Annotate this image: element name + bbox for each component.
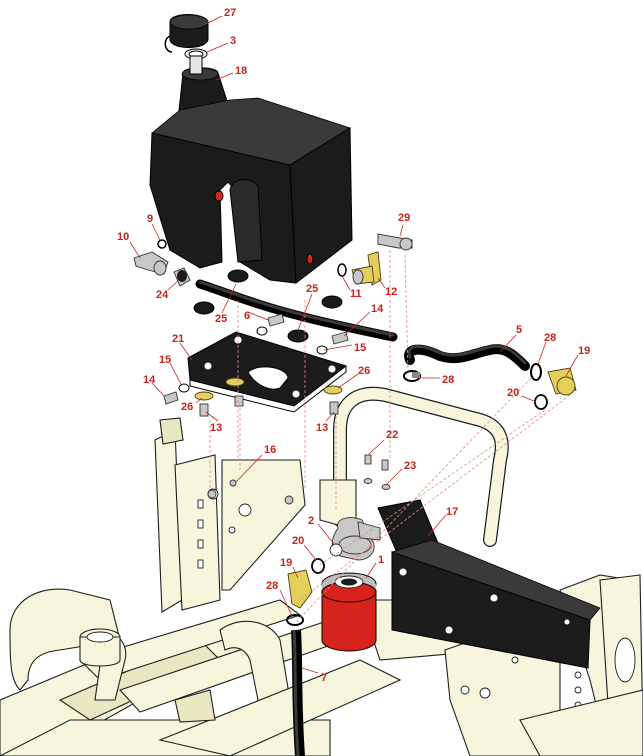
callout-19-lower: 19 xyxy=(280,557,292,569)
callout-26-left: 26 xyxy=(181,401,193,413)
callout-16: 16 xyxy=(264,444,276,456)
callout-25-right: 25 xyxy=(306,283,318,295)
callout-14-lower: 14 xyxy=(143,374,156,386)
callout-3: 3 xyxy=(230,35,236,47)
o-ring-9 xyxy=(157,239,167,249)
callout-25-left: 25 xyxy=(215,313,227,325)
callout-17: 17 xyxy=(446,506,458,518)
filter-bracket xyxy=(377,499,601,669)
fuel-cap xyxy=(164,14,209,53)
fitting-19-lower xyxy=(287,569,313,609)
nuts-13 xyxy=(199,395,339,417)
callout-28-lower: 28 xyxy=(266,580,278,592)
callout-labels: 27 3 18 9 10 29 24 11 12 25 25 6 14 21 1… xyxy=(117,7,590,684)
callout-15-left: 15 xyxy=(159,354,171,366)
fitting-29 xyxy=(377,233,413,251)
callout-29: 29 xyxy=(398,212,410,224)
callout-28-upper-right: 28 xyxy=(544,332,556,344)
fuel-tank xyxy=(149,67,353,284)
fitting-12 xyxy=(351,251,382,286)
callout-14-upper: 14 xyxy=(371,303,384,315)
o-ring-20-upper xyxy=(534,394,548,410)
fitting-19-upper xyxy=(547,367,577,396)
callout-21: 21 xyxy=(172,333,184,345)
callout-13-left: 13 xyxy=(210,422,222,434)
callout-28-upper-left: 28 xyxy=(442,374,454,386)
callout-20-upper: 20 xyxy=(507,387,519,399)
fitting-24 xyxy=(173,267,191,287)
clamp-28-lower xyxy=(286,614,304,626)
strainer xyxy=(184,48,208,75)
clamp-28-right xyxy=(530,363,542,381)
callout-2: 2 xyxy=(308,515,314,527)
callout-7: 7 xyxy=(321,672,327,684)
callout-20-lower: 20 xyxy=(292,535,304,547)
callout-6: 6 xyxy=(244,310,250,322)
bolts-14 xyxy=(163,313,349,405)
chassis-frame xyxy=(0,386,643,756)
callout-22: 22 xyxy=(386,429,398,441)
callout-15-right: 15 xyxy=(354,342,366,354)
isolators-26 xyxy=(194,377,343,401)
tank-mount-plate xyxy=(187,331,348,413)
callout-19-upper: 19 xyxy=(578,345,590,357)
callout-9: 9 xyxy=(147,213,153,225)
o-ring-20-lower xyxy=(311,558,325,574)
callout-13-right: 13 xyxy=(316,422,328,434)
o-ring-11 xyxy=(337,263,347,277)
callout-12: 12 xyxy=(385,286,397,298)
washers-15 xyxy=(178,326,328,393)
bolts-16 xyxy=(207,479,294,505)
hose-6 xyxy=(195,279,398,342)
callout-5: 5 xyxy=(516,324,522,336)
callout-18: 18 xyxy=(235,65,247,77)
nuts-23 xyxy=(363,478,391,490)
grommets-25 xyxy=(193,269,343,343)
callout-1: 1 xyxy=(378,554,384,566)
callout-27: 27 xyxy=(224,7,236,19)
callout-26-right: 26 xyxy=(358,365,370,377)
screws-22 xyxy=(364,454,389,471)
callout-23: 23 xyxy=(404,460,416,472)
callout-24: 24 xyxy=(156,289,169,301)
fuel-filter-assembly xyxy=(321,517,381,652)
hose-7 xyxy=(291,629,305,756)
hose-5 xyxy=(404,344,530,371)
callout-11: 11 xyxy=(350,288,362,300)
clamp-28-upper xyxy=(403,370,421,382)
leader-lines xyxy=(209,250,571,623)
callout-10: 10 xyxy=(117,231,129,243)
fitting-10 xyxy=(133,251,169,276)
callout-pointers xyxy=(129,15,579,674)
